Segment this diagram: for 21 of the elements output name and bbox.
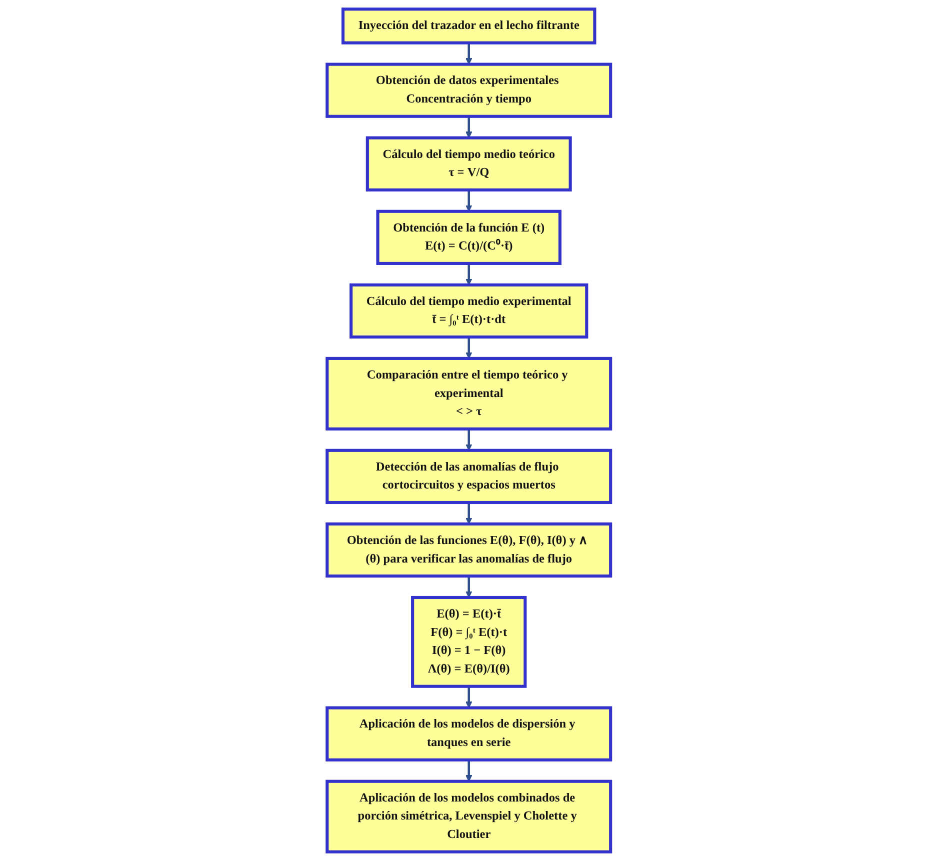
arrow (466, 576, 472, 598)
node-box: Obtención de datos experimentales Concentración y tiempo (326, 62, 612, 118)
arrow (466, 116, 472, 138)
node-box: Aplicación de los modelos de dispersión y tanques en serie (326, 706, 612, 762)
node-box: E(θ) = E(t)·t̄ F(θ) = ∫₀ᵗ E(t)·t I(θ) = 1 − F(θ) Λ(θ) = E(θ)/I(θ) (411, 596, 527, 688)
node-box: Inyección del trazador en el lecho filtrante (342, 8, 596, 44)
arrow (466, 428, 472, 451)
arrow (466, 337, 472, 359)
arrow (466, 190, 472, 212)
node-box: Comparación entre el tiempo teórico y experimental < > τ (326, 356, 612, 430)
arrow (466, 264, 472, 286)
arrow (466, 760, 472, 782)
node-box: Cálculo del tiempo medio teórico τ = V/Q (366, 136, 572, 192)
arrow (466, 686, 472, 708)
node-box: Detección de las anomalías de flujo cortocircuitos y espacios muertos (326, 448, 612, 504)
node-box: Obtención de las funciones E(θ), F(θ), I(θ) y ∧ (θ) para verificar las anomalías de flujo (326, 522, 612, 578)
node-box: Cálculo del tiempo medio experimental t̄ = ∫₀ᵗ E(t)·t·dt (350, 283, 588, 339)
arrow (466, 502, 472, 524)
node-box: Obtención de la función E (t) E(t) = C(t)/(C⁰·t̄) (376, 210, 562, 266)
node-box: Aplicación de los modelos combinados de porción simétrica, Levenspiel y Cholette y Cloutier (326, 780, 612, 854)
arrow (466, 42, 472, 65)
